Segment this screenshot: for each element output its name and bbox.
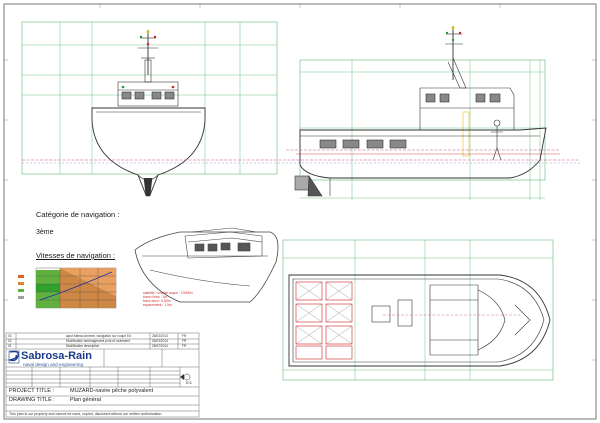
rev-date: 26/02/2014 [152,344,168,348]
north-arrow-icon [180,373,191,381]
red-note-line: espacement : 1,5m [143,302,172,307]
rev-author: FR [182,333,187,338]
speeds-title: Vitesses de navigation : [36,251,116,260]
project-value: MUZARD-navire pêche polyvalent [70,388,154,394]
side-view [294,26,547,200]
red-note-line: franc-bord : 0,80m [143,298,171,303]
category-value: 3ème [36,229,54,236]
brand-tagline: naval design and engineering [23,361,84,367]
rev-date: 28/03/2014 [152,333,168,338]
disclaimer: This plan is our property and cannot be … [9,411,163,416]
rev-date: 06/03/2014 [152,339,168,343]
logo-mark-icon [7,350,20,364]
rev-number: 02 [8,339,12,343]
rev-description: ajout bateau annexe, navigation sur coqu… [66,333,131,338]
red-notes: stabilité / solidité coque : 1000kN tira… [143,291,193,308]
category-title: Catégorie de navigation : [36,210,120,219]
rev-number: 03 [8,333,12,338]
red-note-line: stabilité / solidité coque : 1000kN [143,291,193,295]
frame-ticks [4,4,596,361]
rev-author: FR [182,339,187,343]
speed-chart [18,267,117,309]
brand-name: Sabrosa-Rain [21,350,92,362]
drawing-label: DRAWING TITLE : [9,397,55,403]
plan-view [282,239,554,381]
rev-description: Modification aménagement pont et rouleme… [66,339,130,343]
drawing-value: Plan général [70,397,101,403]
title-block [5,332,200,418]
rev-number: 01 [8,344,12,348]
perspective-view [134,227,279,303]
project-label: PROJECT TITLE : [9,388,55,394]
front-view [21,21,278,197]
rev-description: Modification description [66,344,100,348]
rev-author: FR [182,344,187,348]
red-note-line: tirant d'eau : 2m [143,294,168,299]
page-number: E/1 [186,380,193,385]
